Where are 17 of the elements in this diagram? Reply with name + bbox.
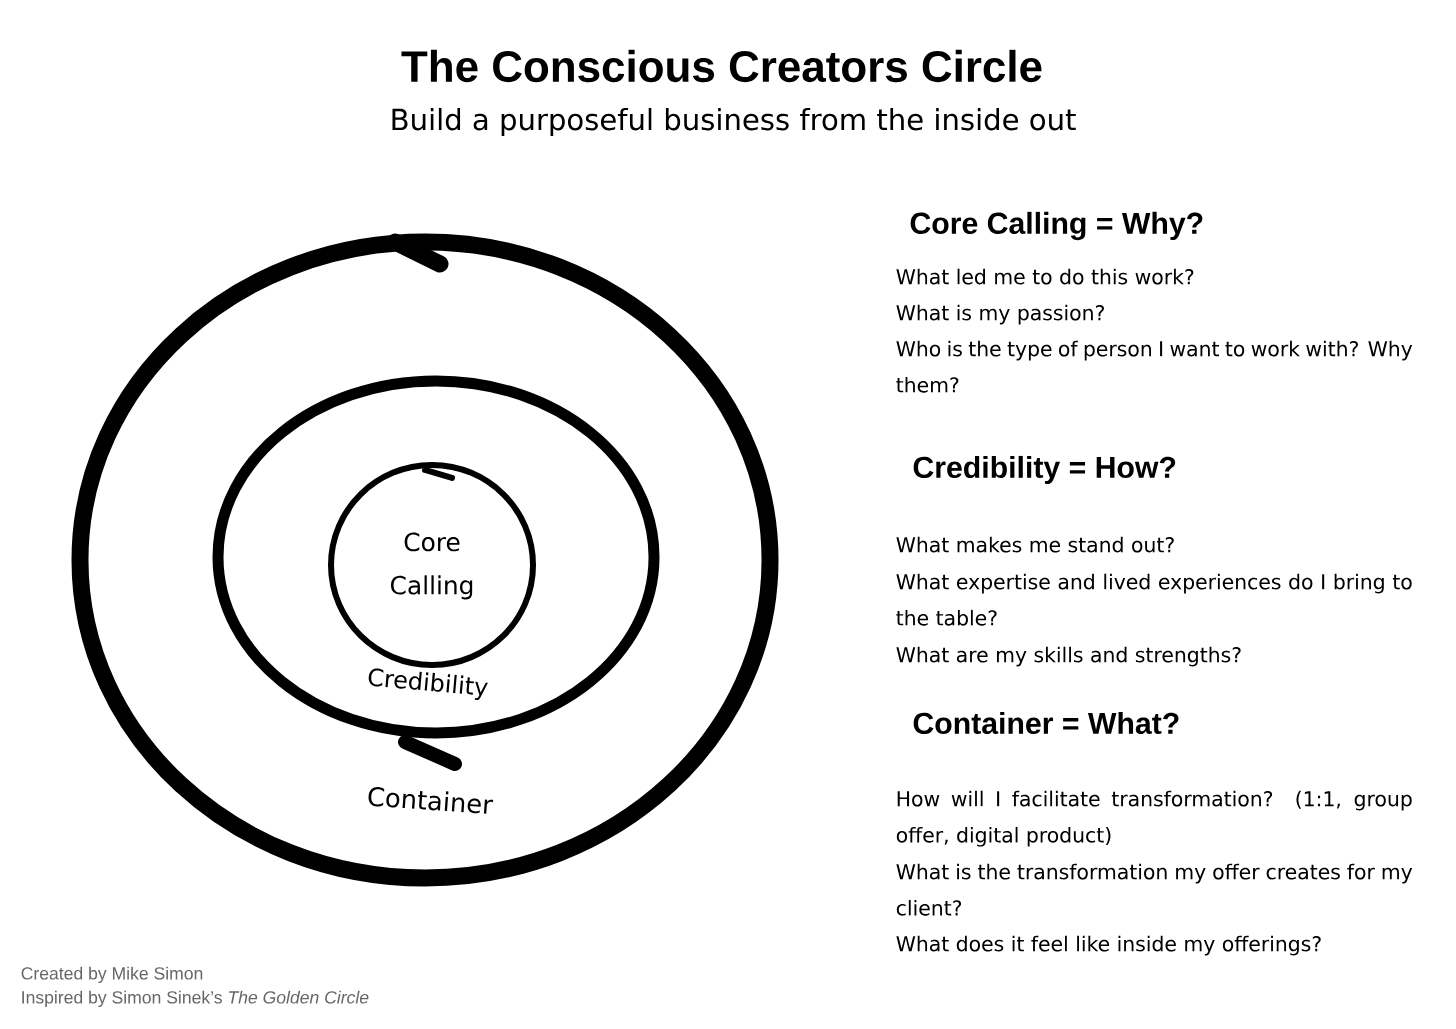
question-text: What led me to do this work? bbox=[896, 268, 1194, 285]
subtitle: Build a purposeful business from the inside out bbox=[392, 107, 1076, 137]
question-text: What are my skills and strengths? bbox=[896, 646, 1241, 667]
credit-text: Inspired by Simon Sinek’s The Golden Circle bbox=[22, 990, 369, 1008]
question-text: What is the transformation my offer creates for my client? bbox=[896, 863, 1413, 916]
ring: Core Calling bbox=[328, 462, 536, 668]
question-text: What does it feel like inside my offerings? bbox=[896, 935, 1321, 956]
question-text: How will I facilitate transformation? (1:1, group offer, digital product) bbox=[896, 790, 1412, 847]
question-text: What expertise and lived experiences do I bring to the table? bbox=[896, 573, 1412, 626]
title: The Conscious Creators Circle bbox=[401, 49, 1042, 83]
question-text: Who is the type of person I want to work with? Why them? bbox=[896, 340, 1413, 393]
section-heading: Core Calling = Why? bbox=[910, 211, 1203, 241]
section-heading: Container = What? bbox=[913, 711, 1179, 735]
question-text: What makes me stand out? bbox=[896, 536, 1174, 553]
question-text: What is my passion? bbox=[896, 304, 1104, 325]
section-heading: Credibility = How? bbox=[913, 455, 1176, 485]
credit-text: Created by Mike Simon bbox=[21, 966, 203, 984]
